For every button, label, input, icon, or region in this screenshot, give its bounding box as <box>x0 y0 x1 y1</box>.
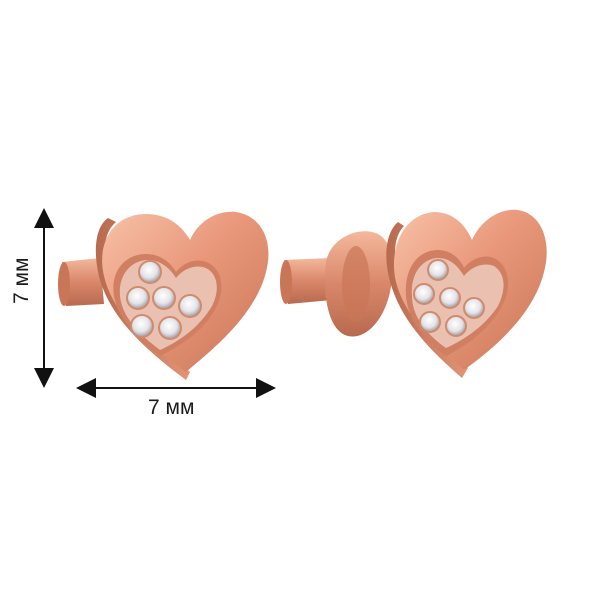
width-dimension-label: 7 мм <box>148 396 195 419</box>
left-earring-post <box>62 258 104 306</box>
right-gem-cluster <box>413 259 485 337</box>
left-earring <box>58 211 269 380</box>
right-earring <box>280 209 547 378</box>
height-dimension-label: 7 мм <box>10 257 33 304</box>
right-earring-post <box>284 258 332 304</box>
left-gem-cluster <box>126 260 202 340</box>
